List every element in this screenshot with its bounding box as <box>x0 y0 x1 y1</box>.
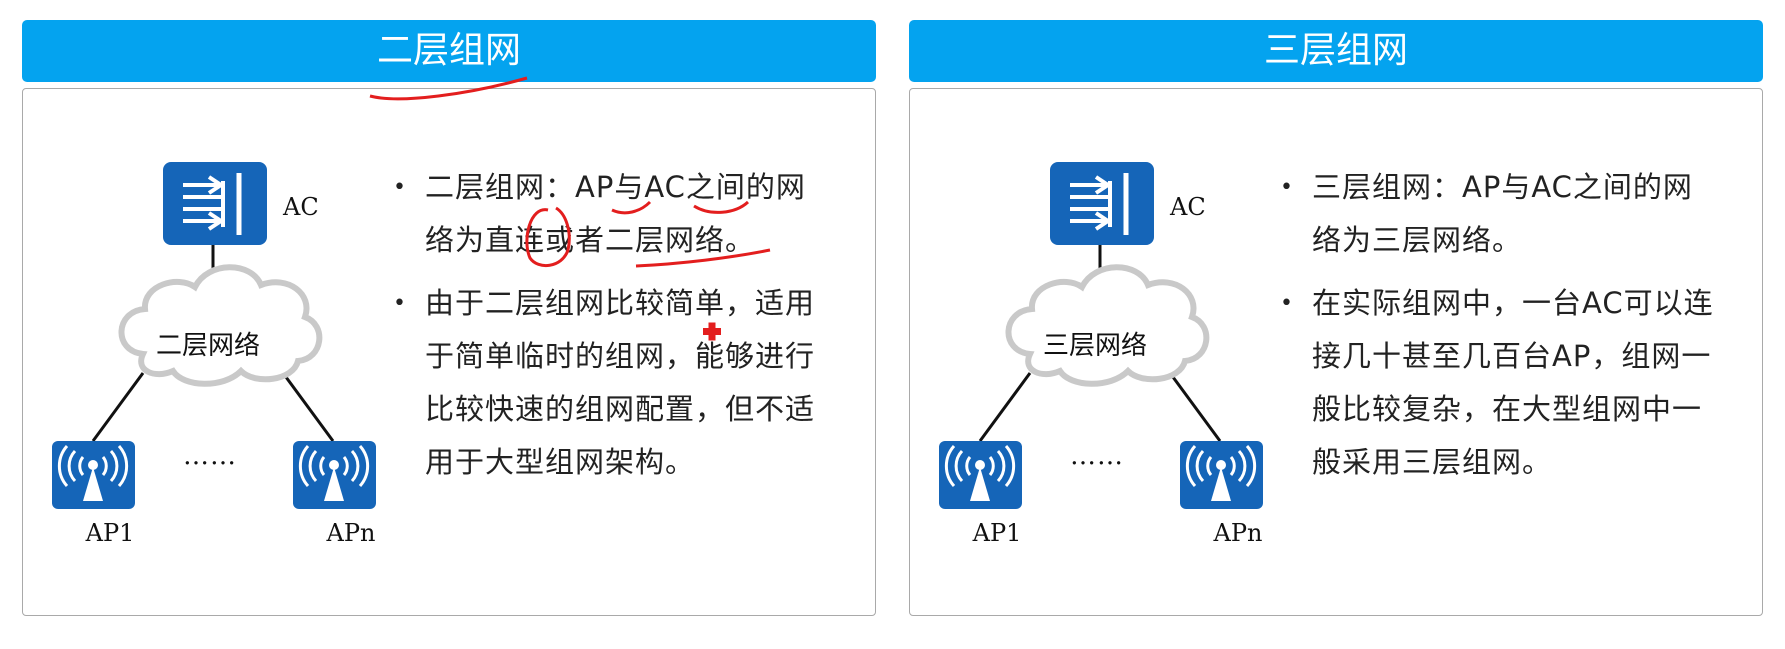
bullet-text: 三层组网：AP与AC之间的网络为三层网络。 <box>1312 170 1693 257</box>
bullet-dot-icon: • <box>1280 291 1294 316</box>
apn-label: APn <box>1213 519 1263 547</box>
apn-label: APn <box>326 519 376 547</box>
ac-label: AC <box>1170 193 1206 221</box>
panel-body: AC 二层网络 …… AP1 APn • 二层组网：AP与AC之间的网络为直连或… <box>22 88 876 616</box>
panel-body: AC 三层网络 …… AP1 APn • 三层组网：AP与AC之间的网络为三层网… <box>909 88 1763 616</box>
bullet-text: 二层组网：AP与AC之间的网络为直连或者二层网络。 <box>425 170 806 257</box>
bullet-text: 在实际组网中，一台AC可以连接几十甚至几百台AP，组网一般比较复杂，在大型组网中… <box>1312 286 1714 479</box>
ap1-label: AP1 <box>85 519 135 547</box>
bullet-dot-icon: • <box>393 175 407 200</box>
link-cloud-ap1 <box>978 372 1032 442</box>
panel-title: 三层组网 <box>909 20 1763 82</box>
list-item: • 在实际组网中，一台AC可以连接几十甚至几百台AP，组网一般比较复杂，在大型组… <box>1280 277 1720 489</box>
ap1-label: AP1 <box>972 519 1022 547</box>
cloud-icon <box>118 264 323 387</box>
description-list: • 二层组网：AP与AC之间的网络为直连或者二层网络。 • 由于二层组网比较简单… <box>393 161 833 499</box>
panel-title: 二层组网 <box>22 20 876 82</box>
bullet-text: 由于二层组网比较简单，适用于简单临时的组网，能够进行比较快速的组网配置，但不适用… <box>425 286 816 479</box>
list-item: • 二层组网：AP与AC之间的网络为直连或者二层网络。 <box>393 161 833 267</box>
wireless-ap-icon <box>293 441 376 509</box>
ellipsis-label: …… <box>183 441 237 471</box>
link-cloud-ap1 <box>91 372 145 442</box>
network-label: 三层网络 <box>1042 331 1147 361</box>
ac-switch-icon <box>1050 162 1154 245</box>
bullet-dot-icon: • <box>393 291 407 316</box>
ac-switch-icon <box>163 162 267 245</box>
wireless-ap-icon <box>939 441 1022 509</box>
network-label: 二层网络 <box>155 331 260 361</box>
bullet-dot-icon: • <box>1280 175 1294 200</box>
topology-diagram: AC 二层网络 …… AP1 APn <box>23 89 423 615</box>
wireless-ap-icon <box>1180 441 1263 509</box>
link-cloud-apn <box>1168 372 1222 442</box>
ellipsis-label: …… <box>1070 441 1124 471</box>
list-item: • 三层组网：AP与AC之间的网络为三层网络。 <box>1280 161 1720 267</box>
ac-label: AC <box>283 193 319 221</box>
cloud-icon <box>1005 264 1210 387</box>
panel-layer3: 三层组网 <box>909 20 1763 616</box>
description-list: • 三层组网：AP与AC之间的网络为三层网络。 • 在实际组网中，一台AC可以连… <box>1280 161 1720 499</box>
list-item: • 由于二层组网比较简单，适用于简单临时的组网，能够进行比较快速的组网配置，但不… <box>393 277 833 489</box>
topology-diagram: AC 三层网络 …… AP1 APn <box>910 89 1310 615</box>
wireless-ap-icon <box>52 441 135 509</box>
link-cloud-apn <box>281 372 335 442</box>
panel-layer2: 二层组网 <box>22 20 876 616</box>
